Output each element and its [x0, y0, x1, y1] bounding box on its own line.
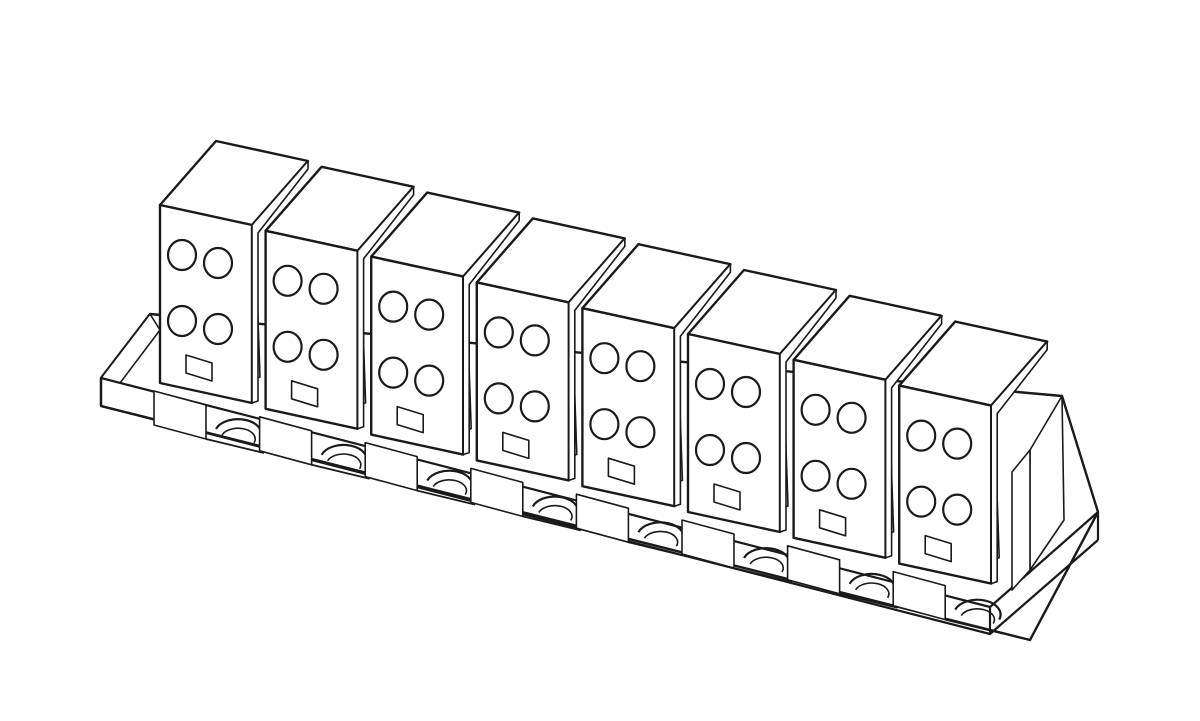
terminal-hole — [694, 433, 726, 467]
rail-segment — [786, 544, 898, 609]
rail-segment — [575, 493, 687, 558]
module-edge — [779, 289, 837, 533]
right-end-stop-face — [1011, 449, 1031, 591]
terminal-module — [264, 165, 415, 430]
divider-clip — [396, 405, 425, 434]
module-edge — [356, 186, 415, 430]
front-rail — [153, 390, 1004, 635]
terminal-hole — [519, 390, 550, 423]
divider-clip — [818, 508, 847, 537]
rail-lip — [522, 515, 582, 532]
screw-clamp — [954, 598, 1002, 621]
rail-segment — [892, 570, 1004, 635]
terminal-hole — [414, 364, 445, 397]
rail-lip — [205, 438, 265, 454]
terminal-module — [370, 191, 521, 456]
rail-lip — [733, 567, 793, 583]
terminal-hole — [378, 356, 409, 389]
terminal-hole — [202, 246, 234, 280]
module-edge — [251, 160, 309, 404]
screw-clamp-inner — [432, 479, 468, 496]
terminal-hole — [906, 419, 937, 452]
terminal-hole — [730, 375, 762, 409]
rail-lip — [311, 463, 370, 480]
divider-clip — [607, 457, 636, 486]
terminal-hole — [942, 427, 973, 460]
terminal-module — [158, 139, 310, 405]
module-edge — [462, 211, 521, 456]
terminal-hole — [483, 316, 514, 349]
divider-clip — [713, 483, 741, 511]
screw-clamp-inner — [854, 582, 890, 599]
rail-lip — [944, 618, 1004, 635]
terminal-hole — [589, 408, 620, 441]
terminal-module — [581, 242, 732, 508]
rail-lip — [628, 541, 687, 558]
terminal-modules — [158, 139, 1049, 585]
terminal-hole — [519, 324, 550, 357]
module-edge — [567, 237, 626, 482]
terminal-hole — [625, 350, 656, 383]
module-edge — [673, 263, 732, 508]
terminal-hole — [308, 338, 339, 371]
divider-clip — [924, 534, 953, 563]
terminal-hole — [589, 342, 620, 375]
terminal-hole — [836, 467, 867, 500]
terminal-hole — [483, 382, 514, 415]
terminal-hole — [906, 485, 937, 518]
rail-segment — [469, 467, 582, 532]
terminal-hole — [272, 330, 303, 363]
terminal-hole — [166, 238, 198, 272]
divider-clip — [290, 379, 319, 408]
rail-lip — [416, 489, 476, 506]
terminal-hole — [730, 441, 762, 475]
divider-clip — [185, 354, 213, 382]
terminal-hole — [694, 367, 726, 401]
terminal-module — [475, 217, 626, 482]
screw-clamp-inner — [749, 556, 785, 573]
terminal-hole — [202, 312, 234, 346]
screw-clamp-inner — [221, 427, 257, 444]
screw-clamp-inner — [960, 608, 996, 625]
terminal-hole — [800, 459, 831, 492]
terminal-hole — [308, 272, 339, 305]
module-edge — [990, 340, 1048, 585]
screw-clamp-inner — [326, 453, 362, 470]
terminal-hole — [272, 264, 303, 297]
divider-clip — [501, 431, 530, 460]
terminal-module — [686, 268, 838, 534]
screw-clamp-inner — [643, 530, 679, 547]
terminal-hole — [836, 401, 867, 434]
terminal-module — [898, 320, 1049, 585]
terminal-hole — [942, 493, 973, 526]
terminal-hole — [625, 416, 656, 449]
module-edge — [884, 314, 943, 559]
terminal-hole — [166, 304, 198, 338]
rail-segment — [681, 519, 793, 583]
terminal-module — [792, 294, 943, 559]
screw-clamp-inner — [538, 504, 573, 521]
terminal-hole — [414, 298, 445, 331]
rail-segment — [258, 415, 370, 480]
terminal-hole — [800, 393, 831, 426]
terminal-hole — [378, 290, 409, 323]
rail-lip — [839, 592, 898, 609]
